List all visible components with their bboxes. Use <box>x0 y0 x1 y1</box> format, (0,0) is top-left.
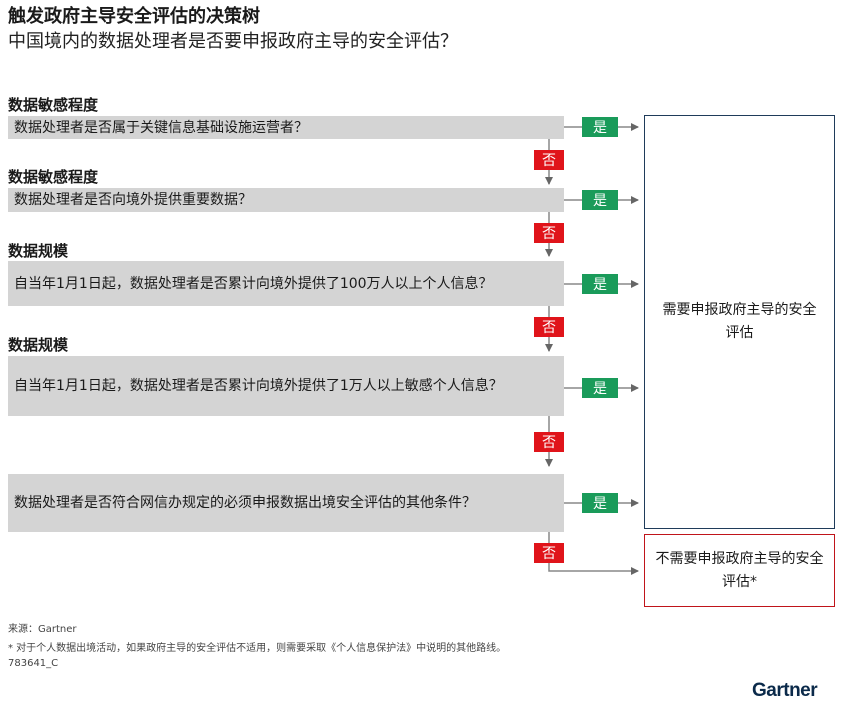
step-2-question: 数据处理者是否向境外提供重要数据？ <box>8 188 564 212</box>
step-4-category: 数据规模 <box>8 336 69 354</box>
result-required-text: 需要申报政府主导的安全评估 <box>662 302 817 341</box>
step-3-question: 自当年1月1日起，数据处理者是否累计向境外提供了100万人以上个人信息？ <box>8 261 564 306</box>
result-not-required-text: 不需要申报政府主导的安全评估* <box>655 550 824 590</box>
step-2-no-label: 否 <box>534 223 564 243</box>
step-1-yes-label: 是 <box>582 117 618 137</box>
step-5-question: 数据处理者是否符合网信办规定的必须申报数据出境安全评估的其他条件？ <box>8 474 564 532</box>
step-1-question: 数据处理者是否属于关键信息基础设施运营者？ <box>8 116 564 139</box>
footer-source: 来源：Gartner <box>8 624 77 635</box>
step-3-no-label: 否 <box>534 317 564 337</box>
diagram-subtitle: 中国境内的数据处理者是否要申报政府主导的安全评估？ <box>8 31 458 52</box>
result-required-box: 需要申报政府主导的安全评估 <box>644 115 835 529</box>
step-4-no-label: 否 <box>534 432 564 452</box>
diagram-title: 触发政府主导安全评估的决策树 <box>8 6 260 27</box>
step-5-no-label: 否 <box>534 543 564 563</box>
step-4-question: 自当年1月1日起，数据处理者是否累计向境外提供了1万人以上敏感个人信息？ <box>8 356 564 416</box>
step-2-yes-label: 是 <box>582 190 618 210</box>
step-3-category: 数据规模 <box>8 242 69 260</box>
step-1-category: 数据敏感程度 <box>8 96 99 114</box>
step-4-yes-label: 是 <box>582 378 618 398</box>
gartner-logo: Gartner <box>752 680 818 701</box>
step-3-yes-label: 是 <box>582 274 618 294</box>
result-not-required-box: 不需要申报政府主导的安全评估* <box>644 534 835 607</box>
step-2-category: 数据敏感程度 <box>8 168 99 186</box>
footer-note: * 对于个人数据出境活动，如果政府主导的安全评估不适用，则需要采取《个人信息保护… <box>8 643 507 654</box>
step-5-yes-label: 是 <box>582 493 618 513</box>
step-1-no-label: 否 <box>534 150 564 170</box>
footer-id: 783641_C <box>8 658 59 669</box>
